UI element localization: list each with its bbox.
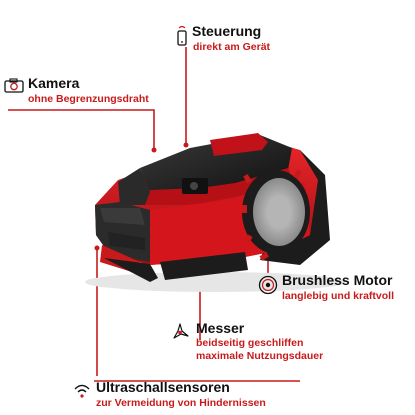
kamera-leader xyxy=(8,109,155,150)
messer-subtitle-line2: maximale Nutzungsdauer xyxy=(196,350,324,362)
blade-icon xyxy=(173,323,189,339)
kamera-subtitle: ohne Begrenzungsdraht xyxy=(28,93,149,105)
kamera-title: Kamera xyxy=(28,75,80,91)
motor-title: Brushless Motor xyxy=(282,272,393,288)
camera-icon xyxy=(4,78,24,93)
messer-subtitle-line1: beidseitig geschliffen xyxy=(196,337,304,349)
smartphone-icon xyxy=(177,25,187,46)
messer-title: Messer xyxy=(196,320,245,336)
sensoren-subtitle: zur Vermeidung von Hindernissen xyxy=(96,397,266,409)
ultrasound-icon xyxy=(74,384,90,398)
steuerung-subtitle: direkt am Gerät xyxy=(193,41,271,53)
motor-icon xyxy=(258,275,278,295)
steuerung-title: Steuerung xyxy=(192,23,262,39)
sensoren-title: Ultraschallsensoren xyxy=(96,379,230,395)
motor-subtitle: langlebig und kraftvoll xyxy=(282,290,395,302)
